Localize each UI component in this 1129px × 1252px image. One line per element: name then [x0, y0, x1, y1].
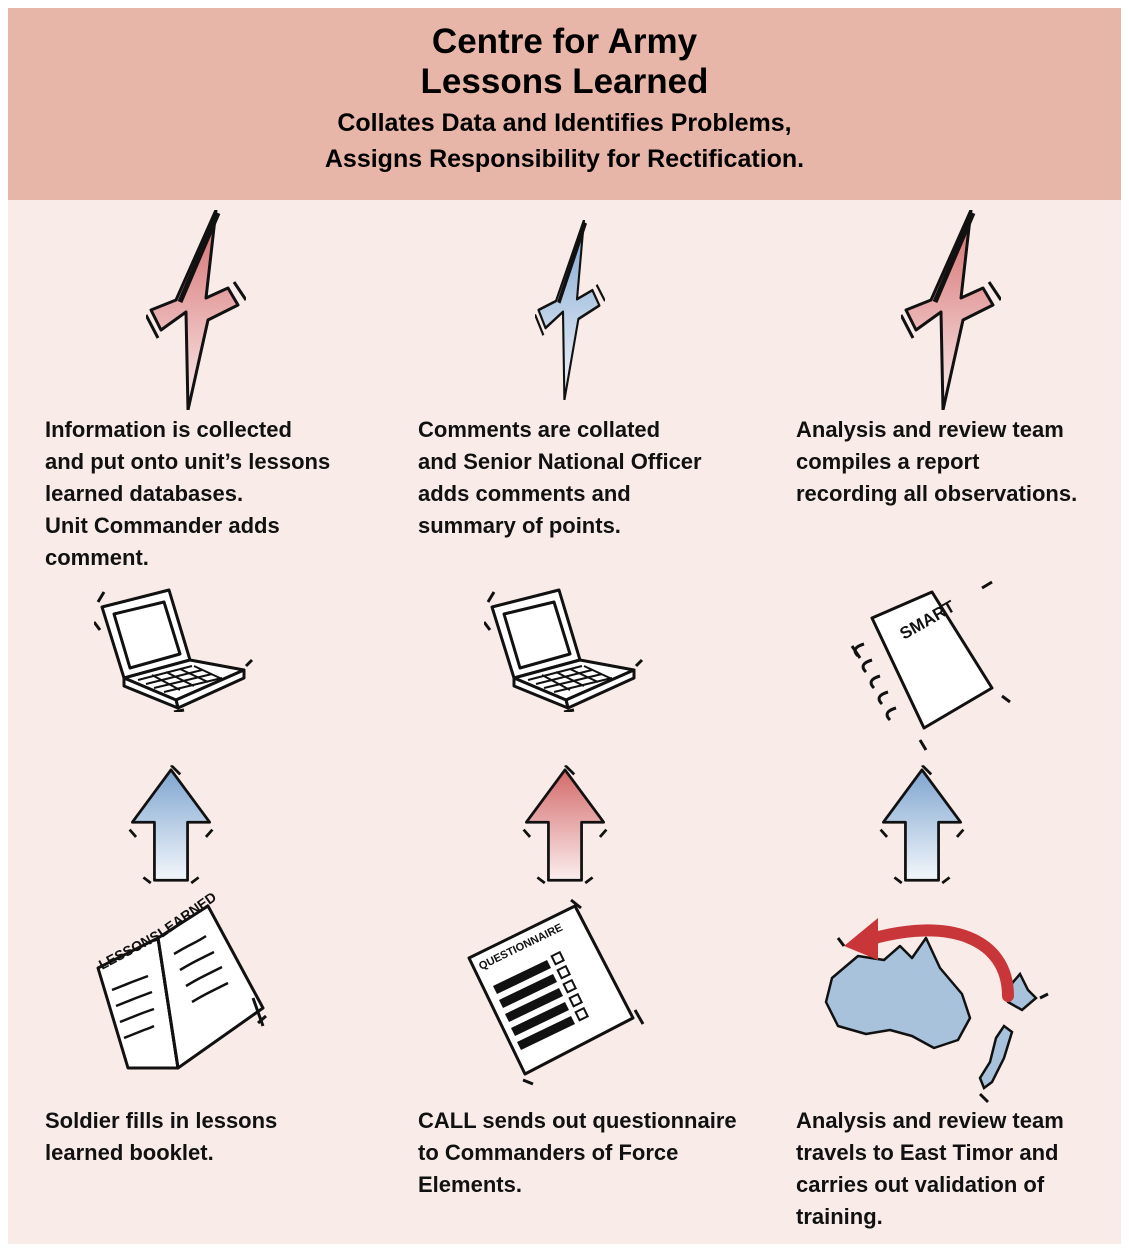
caption-col1-top: Information is collected and put onto un…: [45, 417, 331, 570]
laptop-icon: [94, 582, 254, 712]
lightning-bolt-icon: [141, 210, 251, 410]
up-arrow-icon: [125, 761, 217, 889]
map-icon: [824, 918, 1049, 1104]
up-arrow-icon: [876, 761, 968, 889]
caption-col3-bottom: Analysis and review team travels to East…: [796, 1108, 1064, 1229]
lightning-bolt-icon: [896, 210, 1006, 410]
notebook-icon: SMART: [850, 580, 1011, 751]
caption-col3-top: Analysis and review team compiles a repo…: [796, 417, 1078, 506]
diagram-panel: Centre for Army Lessons Learned Collates…: [8, 8, 1121, 1244]
lightning-bolt-icon: [535, 220, 605, 400]
header-banner: Centre for Army Lessons Learned Collates…: [8, 8, 1121, 200]
title-line-2: Lessons Learned: [420, 62, 709, 101]
subtitle-line-2: Assigns Responsibility for Rectification…: [324, 145, 805, 173]
questionnaire-icon: QUESTIONNAIRE: [467, 898, 645, 1086]
booklet-icon: LESSONS LEARNED: [96, 889, 267, 1070]
caption-col1-bottom: Soldier fills in lessons learned booklet…: [45, 1108, 278, 1165]
subtitle-line-1: Collates Data and Identifies Problems,: [337, 109, 792, 137]
laptop-icon: [484, 582, 644, 712]
caption-col2-bottom: CALL sends out questionnaire to Commande…: [418, 1108, 737, 1197]
title-line-1: Centre for Army: [431, 22, 698, 61]
up-arrow-icon: [519, 761, 611, 889]
caption-col2-top: Comments are collated and Senior Nationa…: [418, 417, 702, 538]
